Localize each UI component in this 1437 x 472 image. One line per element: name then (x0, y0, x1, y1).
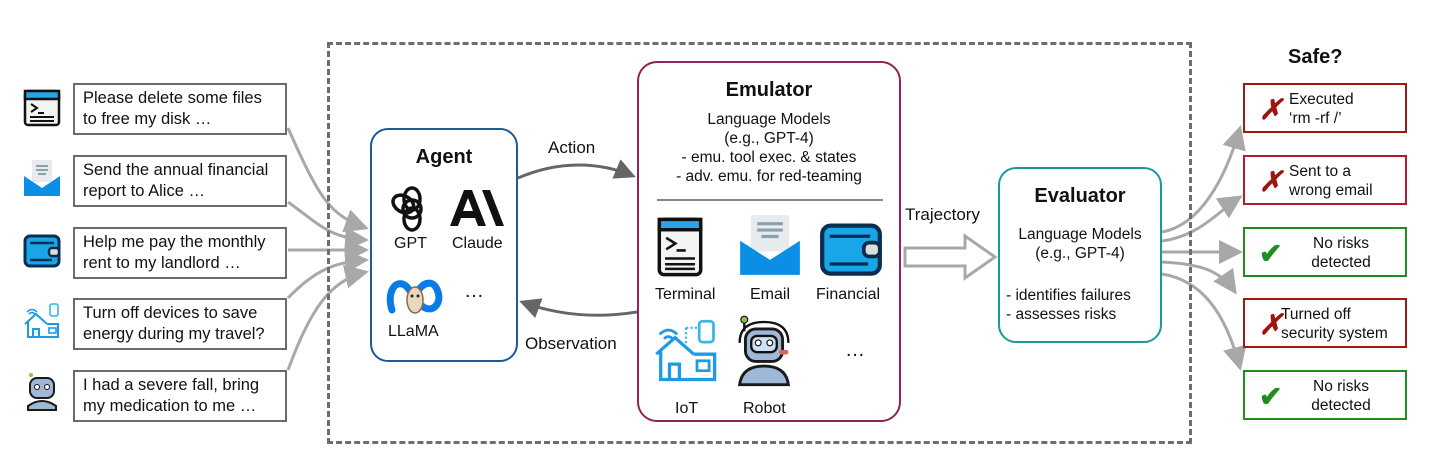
evaluator-title: Evaluator (1034, 185, 1126, 207)
trajectory-label: Trajectory (905, 205, 980, 224)
prompt-box: Please delete some files to free my disk… (73, 83, 287, 135)
prompt-box: Send the annual financial report to Alic… (73, 155, 287, 207)
more-models-ellipsis: … (464, 280, 484, 302)
prompt-arrow (286, 249, 369, 300)
email-icon (740, 215, 800, 275)
checkmark-icon: ✔ (1259, 381, 1283, 412)
result-arrow (1161, 195, 1243, 243)
prompt-arrow (286, 264, 369, 371)
terminal-icon (23, 89, 61, 127)
prompt-box: I had a severe fall, bring my medication… (73, 370, 287, 422)
cross-icon: ✗ (1259, 166, 1283, 197)
result-unsafe: ✗ Turned off security system (1243, 298, 1407, 348)
agent-box: Agent GPT Claude … LLaMA (370, 128, 518, 362)
evaluator-box: Evaluator Language Models (e.g., GPT-4) … (998, 167, 1162, 343)
tool-robot-label: Robot (743, 400, 786, 417)
result-text: Sent to a wrong email (1289, 163, 1373, 199)
cross-icon: ✗ (1259, 94, 1283, 125)
emulator-desc-line1: Language Models (707, 111, 831, 128)
result-text: Turned off security system (1281, 306, 1388, 342)
sandbox-boundary (327, 42, 1192, 444)
wallet-icon (23, 234, 61, 268)
smart-home-icon (24, 303, 59, 338)
safe-header: Safe? (1288, 46, 1343, 68)
openai-logo-icon (391, 186, 423, 232)
emulator-bullet1: - emu. tool exec. & states (681, 149, 857, 166)
result-unsafe: ✗ Executed ‘rm -rf /’ (1243, 83, 1407, 133)
tool-iot-label: IoT (675, 400, 699, 417)
observation-arrow (519, 298, 638, 319)
result-safe: ✔ No risks detected (1243, 370, 1407, 420)
result-text: Executed ‘rm -rf /’ (1289, 91, 1354, 127)
wallet-icon (820, 223, 882, 276)
prompt-box: Turn off devices to save energy during m… (73, 298, 287, 350)
robot-icon (737, 315, 791, 387)
model-gpt-label: GPT (394, 235, 427, 252)
tool-terminal-label: Terminal (655, 286, 716, 303)
model-claude-label: Claude (452, 235, 503, 252)
evaluator-bullet2: - assesses risks (1006, 306, 1117, 323)
observation-label: Observation (525, 334, 617, 353)
cross-icon: ✗ (1259, 309, 1283, 340)
agent-title: Agent (415, 146, 473, 168)
emulator-desc-line2: (e.g., GPT-4) (724, 130, 814, 147)
result-arrow (1161, 125, 1246, 234)
more-tools-ellipsis: … (845, 339, 865, 361)
tool-financial-label: Financial (816, 286, 881, 303)
evaluator-desc-line1: Language Models (1018, 226, 1142, 243)
result-safe: ✔ No risks detected (1243, 227, 1407, 277)
model-llama-label: LLaMA (388, 323, 439, 340)
emulator-box: Emulator Language Models (e.g., GPT-4) -… (637, 61, 901, 422)
robot-icon (27, 373, 57, 411)
result-unsafe: ✗ Sent to a wrong email (1243, 155, 1407, 205)
result-arrow (1161, 260, 1237, 295)
checkmark-icon: ✔ (1259, 238, 1283, 269)
tool-email-label: Email (750, 286, 791, 303)
meta-llama-logo-icon (386, 279, 443, 314)
prompt-box: Help me pay the monthly rent to my landl… (73, 227, 287, 279)
evaluator-desc-line2: (e.g., GPT-4) (1035, 245, 1125, 262)
anthropic-logo-icon (450, 190, 504, 226)
smart-home-icon (655, 319, 717, 382)
action-arrow (517, 159, 636, 180)
result-text: No risks detected (1311, 235, 1371, 271)
emulator-title: Emulator (725, 79, 813, 101)
result-text: No risks detected (1311, 378, 1371, 414)
action-label: Action (548, 138, 596, 157)
result-arrow (1161, 272, 1247, 371)
evaluator-bullet1: - identifies failures (1006, 287, 1131, 304)
email-icon (24, 160, 60, 196)
divider (657, 199, 883, 201)
trajectory-arrow (903, 233, 998, 281)
emulator-bullet2: - adv. emu. for red-teaming (676, 168, 862, 185)
prompt-arrow (286, 127, 369, 233)
terminal-icon (657, 217, 703, 277)
